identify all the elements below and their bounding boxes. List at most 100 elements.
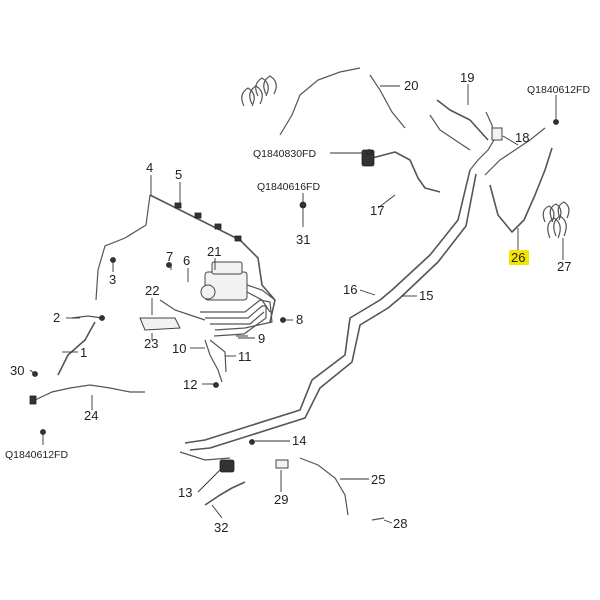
callout-24: 24 xyxy=(84,408,98,423)
sensor-cable-upper xyxy=(279,67,361,136)
callout-21: 21 xyxy=(207,244,221,259)
leader-17 xyxy=(377,194,396,209)
callout-12: 12 xyxy=(183,377,197,392)
pipe-clip xyxy=(174,202,182,209)
callout-20: 20 xyxy=(404,78,418,93)
leader-18 xyxy=(502,135,519,146)
pipe-group-9-12 xyxy=(204,335,248,388)
callout-4: 4 xyxy=(146,160,153,175)
leader-30 xyxy=(29,369,36,375)
callout-26: 26 xyxy=(511,250,525,265)
callout-27: 27 xyxy=(557,259,571,274)
bracket-29 xyxy=(275,459,289,469)
callout-10: 10 xyxy=(172,341,186,356)
brake-pipe-right xyxy=(484,127,546,176)
callout-8: 8 xyxy=(296,312,303,327)
wheel-speed-sensor-24 xyxy=(29,384,145,405)
bolt-q1840830 xyxy=(366,149,372,155)
pipe-19b xyxy=(429,114,471,151)
callout-23: 23 xyxy=(144,336,158,351)
bracket-pipe xyxy=(159,299,206,321)
sensor-cable-24 xyxy=(34,384,145,401)
part-code-q1840830: Q1840830FD xyxy=(253,148,316,160)
callout-19: 19 xyxy=(460,70,474,85)
bundle-pipe-b xyxy=(205,305,267,337)
bolt-q1840612-right xyxy=(553,119,559,125)
hose-17-group xyxy=(361,149,441,193)
callout-11: 11 xyxy=(238,349,252,364)
clip-sets xyxy=(241,75,570,239)
callout-2: 2 xyxy=(53,310,60,325)
bundle-pipe-c xyxy=(210,311,265,325)
leader-13 xyxy=(197,469,221,493)
callout-22: 22 xyxy=(145,283,159,298)
sensor-head xyxy=(29,395,37,405)
brake-pipe-15 xyxy=(189,173,477,451)
pipe-clip xyxy=(234,235,242,242)
hose-banjo-bolt xyxy=(99,315,105,321)
callout-15: 15 xyxy=(419,288,433,303)
part-code-q1840616: Q1840616FD xyxy=(257,181,320,193)
pipe-26 xyxy=(489,147,553,233)
hose-fitting-2 xyxy=(71,315,103,319)
fitting-18 xyxy=(491,127,503,141)
bracket-assembly xyxy=(139,299,206,331)
brake-pipe-4-branch xyxy=(95,194,151,301)
front-pipe-assembly-4 xyxy=(95,194,276,323)
sensor-cable-25 xyxy=(299,457,349,516)
bolt-14 xyxy=(249,439,255,445)
clip-set-upper-a xyxy=(241,85,263,107)
leader-28 xyxy=(383,519,393,524)
part-code-q1840612-right: Q1840612FD xyxy=(527,84,590,96)
bundle-pipe-a xyxy=(200,299,273,331)
leader-32 xyxy=(211,504,223,519)
leader-16 xyxy=(359,289,376,296)
fitting-12 xyxy=(213,382,219,388)
callout-30: 30 xyxy=(10,363,24,378)
clip-set-upper-b xyxy=(255,75,277,97)
rear-components xyxy=(204,457,385,521)
callout-14: 14 xyxy=(292,433,306,448)
abs-motor xyxy=(200,284,216,300)
callout-28: 28 xyxy=(393,516,407,531)
bracket-23 xyxy=(139,317,181,331)
callout-31: 31 xyxy=(296,232,310,247)
callout-1: 1 xyxy=(80,345,87,360)
pipe-19 xyxy=(436,99,489,141)
callout-3: 3 xyxy=(109,272,116,287)
callout-7: 7 xyxy=(166,249,173,264)
callout-6: 6 xyxy=(183,253,190,268)
front-hose-1 xyxy=(57,321,96,376)
part-code-q1840612-left: Q1840612FD xyxy=(5,449,68,461)
callout-9: 9 xyxy=(258,331,265,346)
callout-13: 13 xyxy=(178,485,192,500)
brake-pipe-upper xyxy=(469,111,495,171)
pipe-26-group xyxy=(489,147,553,233)
pipe-clip xyxy=(214,223,222,230)
brake-pipe-rear-junction xyxy=(179,451,231,461)
pipe-20 xyxy=(369,74,406,129)
hose-17 xyxy=(371,151,441,193)
abs-control-module xyxy=(211,261,243,275)
callout-5: 5 xyxy=(175,167,182,182)
callout-16: 16 xyxy=(343,282,357,297)
clip-set-27b xyxy=(542,201,570,223)
callout-29: 29 xyxy=(274,492,288,507)
pipe-bundle xyxy=(200,299,273,337)
abs-modulator xyxy=(200,261,276,313)
junction-13 xyxy=(219,459,235,473)
callout-32: 32 xyxy=(214,520,228,535)
bolt-28 xyxy=(371,517,385,521)
main-brake-pipes xyxy=(179,111,546,461)
upper-rear-components xyxy=(279,67,503,151)
clip-set-27 xyxy=(547,215,567,239)
hose-32 xyxy=(204,481,246,506)
callout-18: 18 xyxy=(515,130,529,145)
pipe-10 xyxy=(204,339,223,383)
brake-pipe-16 xyxy=(184,169,471,444)
pipe-clip xyxy=(194,212,202,219)
callout-17: 17 xyxy=(370,203,384,218)
front-hose-group xyxy=(57,315,105,376)
